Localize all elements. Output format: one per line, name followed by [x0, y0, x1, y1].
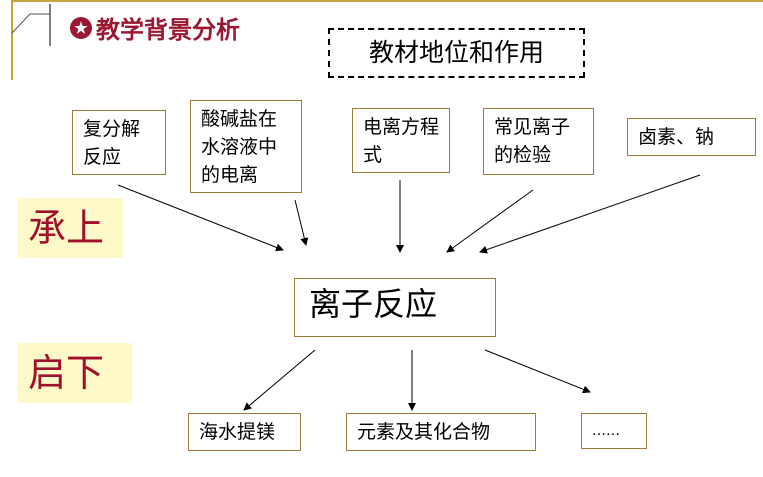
upper-node: 电离方程式 — [352, 108, 450, 173]
arrow — [117, 184, 284, 252]
upper-node: 常见离子的检验 — [483, 108, 594, 175]
lower-node: 海水提镁 — [188, 413, 301, 451]
heading-box: 教材地位和作用 — [328, 28, 585, 78]
arrow — [446, 189, 534, 253]
arrow — [243, 349, 316, 411]
arrow — [479, 174, 701, 254]
arrow — [484, 349, 591, 394]
corner-bracket — [11, 13, 50, 34]
star-circle-icon: ★ — [70, 16, 92, 39]
lower-label: 启下 — [18, 343, 132, 403]
upper-label: 承上 — [18, 198, 123, 258]
center-node: 离子反应 — [294, 278, 496, 337]
lower-node: 元素及其化合物 — [346, 413, 536, 451]
arrow — [294, 199, 309, 246]
upper-node: 卤素、钠 — [627, 118, 756, 156]
slide-title: ★ 教学背景分析 — [70, 10, 240, 45]
upper-node: 复分解反应 — [72, 110, 166, 175]
arrows — [117, 174, 701, 411]
lower-node: …… — [581, 413, 647, 449]
upper-node: 酸碱盐在水溶液中的电离 — [190, 100, 302, 193]
slide-title-text: 教学背景分析 — [96, 15, 240, 44]
